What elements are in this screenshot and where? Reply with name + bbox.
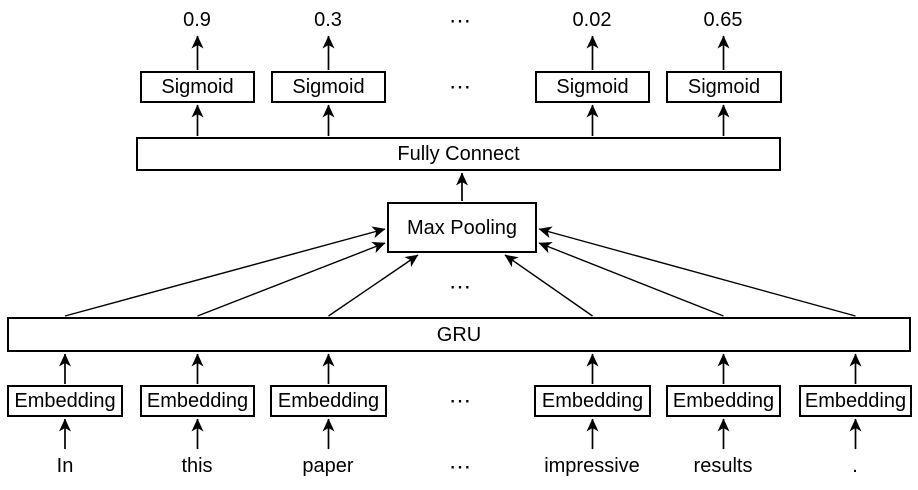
output-value-1: 0.9 (183, 9, 211, 31)
fully-connect-box: Fully Connect (136, 137, 781, 171)
arrow-gru-to-maxpooling (538, 242, 724, 317)
max-pooling-box: Max Pooling (387, 202, 537, 253)
arrow-gru-to-maxpooling (328, 254, 419, 317)
sigmoid-box-4: Sigmoid (666, 71, 782, 103)
sigmoid-box-2: Sigmoid (271, 71, 386, 103)
ellipsis-gru-to-pooling: ⋯ (449, 274, 473, 299)
output-value-3: 0.02 (572, 9, 612, 31)
input-word-1: In (56, 455, 74, 477)
input-word-4: impressive (544, 455, 640, 477)
input-word-6: . (852, 455, 858, 477)
embedding-box-2: Embedding (140, 385, 255, 417)
embedding-box-3: Embedding (270, 385, 387, 417)
embedding-box-4: Embedding (534, 385, 651, 417)
ellipsis-embedding-row: ⋯ (449, 388, 473, 413)
ellipsis-sigmoid-row: ⋯ (449, 74, 473, 99)
sigmoid-box-3: Sigmoid (535, 71, 650, 103)
ellipsis-outputs-row: ⋯ (449, 8, 473, 33)
arrow-gru-to-maxpooling (64, 226, 386, 317)
embedding-box-5: Embedding (666, 385, 781, 417)
input-word-5: results (693, 455, 753, 477)
ellipsis-words-row: ⋯ (449, 454, 473, 479)
arrow-gru-to-maxpooling (197, 241, 386, 317)
output-value-4: 0.65 (703, 9, 743, 31)
input-word-3: paper (302, 455, 354, 477)
sigmoid-box-1: Sigmoid (140, 71, 255, 103)
arrow-gru-to-maxpooling (538, 226, 856, 317)
gru-box: GRU (7, 317, 911, 352)
embedding-box-1: Embedding (7, 385, 123, 417)
input-word-2: this (181, 455, 213, 477)
arrow-gru-to-maxpooling (504, 254, 593, 317)
embedding-box-6: Embedding (799, 385, 912, 417)
output-value-2: 0.3 (314, 9, 342, 31)
